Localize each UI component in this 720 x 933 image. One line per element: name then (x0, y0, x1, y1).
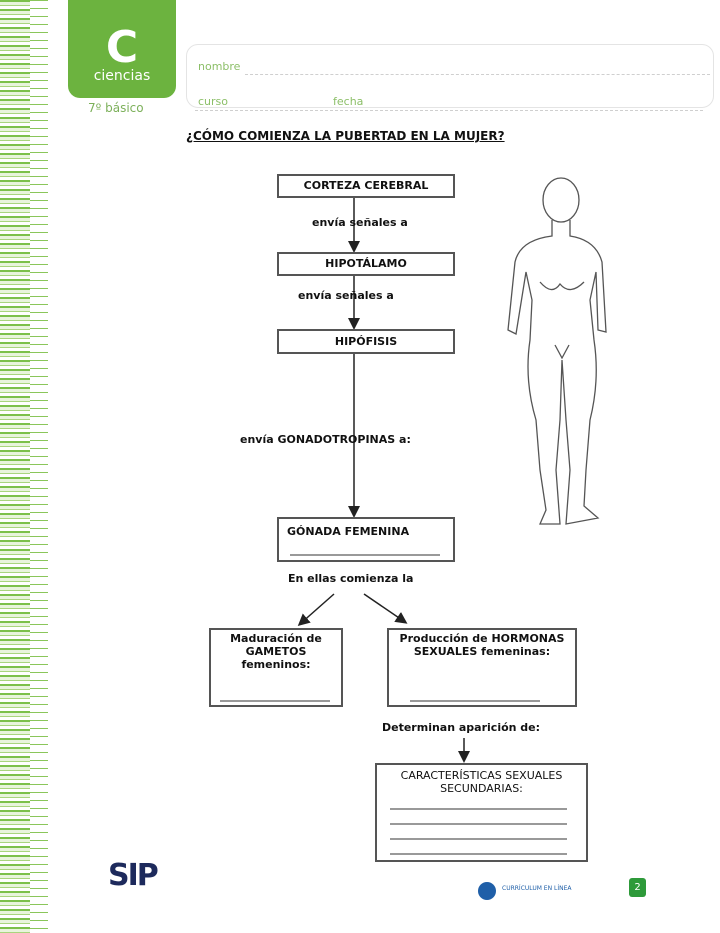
link-text-2: envía señales a (298, 289, 394, 302)
worksheet-title: ¿CÓMO COMIENZA LA PUBERTAD EN LA MUJER? (186, 129, 505, 143)
answer-line-1[interactable] (390, 808, 567, 810)
answer-line-gonada[interactable] (290, 554, 440, 556)
box-maduracion-gametos: Maduración de GAMETOS femeninos: (209, 628, 343, 707)
date-label: fecha (333, 95, 364, 108)
box-gonada-label: GÓNADA FEMENINA (287, 525, 410, 538)
subject-logo: C ciencias (68, 0, 176, 98)
arrow-right (363, 593, 408, 624)
final-box-label: CARACTERÍSTICAS SEXUALES SECUNDARIAS: (400, 769, 563, 795)
link-text-1: envía señales a (312, 216, 408, 229)
box-hipotalamo: HIPOTÁLAMO (277, 252, 455, 276)
answer-line-hormonas[interactable] (410, 700, 540, 702)
link-text-4: En ellas comienza la (288, 572, 414, 585)
answer-line-2[interactable] (390, 823, 567, 825)
arrow-left (297, 593, 335, 626)
curriculum-logo: CURRÍCULUM EN LÍNEA (502, 885, 572, 892)
box-produccion-hormonas: Producción de HORMONAS SEXUALES femenina… (387, 628, 577, 707)
box-corteza-cerebral: CORTEZA CEREBRAL (277, 174, 455, 198)
left-box-label: Maduración de GAMETOS femeninos: (230, 632, 322, 671)
ruler-border (0, 0, 48, 933)
sip-logo: SIP (108, 858, 159, 893)
answer-line-gametos[interactable] (220, 700, 330, 702)
grade-label: 7º básico (88, 101, 144, 115)
link-text-3: envía GONADOTROPINAS a: (240, 433, 411, 446)
name-label: nombre (198, 60, 241, 73)
page-number: 2 (629, 878, 646, 897)
logo-letter: C (105, 22, 139, 73)
box-caracteristicas-secundarias: CARACTERÍSTICAS SEXUALES SECUNDARIAS: (375, 763, 588, 862)
subject-label: ciencias (93, 68, 151, 84)
course-label: curso (198, 95, 229, 108)
box-hipofisis: HIPÓFISIS (277, 329, 455, 354)
name-field[interactable] (245, 74, 710, 75)
student-info-box (186, 44, 714, 108)
play-icon (478, 882, 496, 900)
answer-line-4[interactable] (390, 853, 567, 855)
course-date-field[interactable] (195, 110, 703, 111)
right-box-label: Producción de HORMONAS SEXUALES femenina… (399, 632, 565, 658)
female-body-illustration (507, 177, 607, 525)
answer-line-3[interactable] (390, 838, 567, 840)
link-text-5: Determinan aparición de: (382, 721, 541, 734)
